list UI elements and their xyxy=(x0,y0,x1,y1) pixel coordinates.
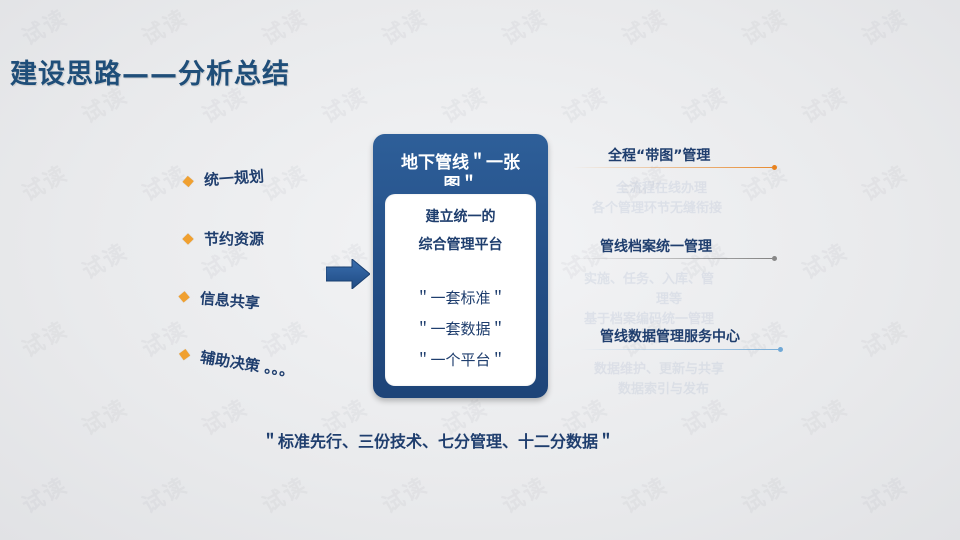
right-heading-1: 全程“带图”管理 xyxy=(608,148,711,164)
watermark-text: 试读 xyxy=(378,5,433,51)
dot-3-icon xyxy=(778,347,783,352)
watermark-text: 试读 xyxy=(738,473,793,519)
diamond-bullet-icon xyxy=(182,175,194,187)
list-item-label: 信息共享 xyxy=(199,289,261,313)
watermark-text: 试读 xyxy=(738,317,793,363)
center-platform-card: 地下管线＂一张 图＂ 建立统一的 综合管理平台 ＂一套标准＂ ＂一套数据＂ ＂一… xyxy=(373,134,548,398)
divider-3 xyxy=(580,349,778,350)
watermark-text: 试读 xyxy=(18,473,73,519)
faded-text: 理等 xyxy=(656,292,683,307)
right-heading-2: 管线档案统一管理 xyxy=(600,239,712,255)
list-item-decision-support: 辅助决策 。。。 xyxy=(179,343,296,382)
diamond-bullet-icon xyxy=(182,232,194,245)
watermark-text: 试读 xyxy=(498,473,553,519)
watermark-text: 试读 xyxy=(138,5,193,51)
watermark-text: 试读 xyxy=(18,5,73,51)
watermark-text: 试读 xyxy=(198,395,253,441)
watermark-text: 试读 xyxy=(738,161,793,207)
dot-1-icon xyxy=(772,165,777,170)
watermark-text: 试读 xyxy=(738,5,793,51)
watermark-text: 试读 xyxy=(258,473,313,519)
watermark-text: 试读 xyxy=(378,473,433,519)
faded-text: 数据维护、更新与共享 xyxy=(594,362,725,377)
list-item-info-sharing: 信息共享 xyxy=(178,286,261,314)
card-inner-panel: 建立统一的 综合管理平台 ＂一套标准＂ ＂一套数据＂ ＂一个平台＂ xyxy=(385,194,536,386)
faded-text: 数据索引与发布 xyxy=(618,382,710,397)
watermark-text: 试读 xyxy=(498,5,553,51)
card-title: 地下管线＂一张 xyxy=(401,153,520,173)
watermark-text: 试读 xyxy=(798,395,853,441)
watermark-text: 试读 xyxy=(858,473,913,519)
watermark-text: 试读 xyxy=(18,317,73,363)
inner-line-2: 综合管理平台 xyxy=(418,237,503,253)
list-item-label: 节约资源 xyxy=(204,230,265,248)
watermark-text: 试读 xyxy=(798,83,853,129)
faded-text: 基于档案编码统一管理 xyxy=(584,312,715,327)
arrow-right-icon xyxy=(325,257,371,293)
watermark-text: 试读 xyxy=(858,317,913,363)
watermark-text: 试读 xyxy=(678,395,733,441)
divider-2 xyxy=(572,258,772,259)
watermark-text: 试读 xyxy=(78,239,133,285)
watermark-text: 试读 xyxy=(858,5,913,51)
inner-line-1: 建立统一的 xyxy=(425,209,496,225)
watermark-text: 试读 xyxy=(798,239,853,285)
list-item-unified-planning: 统一规划 xyxy=(182,165,265,192)
watermark-text: 试读 xyxy=(78,395,133,441)
faded-text: 实施、任务、入库、管 xyxy=(584,272,715,287)
watermark-text: 试读 xyxy=(558,83,613,129)
data-item: ＂一套数据＂ xyxy=(415,320,506,338)
card-title-line2: 图＂ xyxy=(443,175,478,186)
watermark-text: 试读 xyxy=(318,83,373,129)
watermark-text: 试读 xyxy=(138,473,193,519)
slogan: ＂标准先行、三份技术、七分管理、十二分数据＂ xyxy=(262,432,615,451)
watermark-text: 试读 xyxy=(258,5,313,51)
right-heading-3: 管线数据管理服务中心 xyxy=(600,329,740,345)
watermark-text: 试读 xyxy=(438,83,493,129)
list-item-save-resources: 节约资源 xyxy=(182,228,265,249)
dot-2-icon xyxy=(772,256,777,261)
diamond-bullet-icon xyxy=(179,348,191,360)
page-title: 建设思路——分析总结 xyxy=(10,59,290,90)
watermark-text: 试读 xyxy=(678,83,733,129)
diamond-bullet-icon xyxy=(178,290,190,302)
watermark-text: 试读 xyxy=(18,161,73,207)
watermark-text: 试读 xyxy=(858,161,913,207)
divider-1 xyxy=(572,167,772,168)
list-item-label: 统一规划 xyxy=(203,167,265,190)
faded-text: 全流程在线办理 xyxy=(616,181,708,196)
platform-item: ＂一个平台＂ xyxy=(415,351,506,369)
list-item-label: 辅助决策 。。。 xyxy=(198,348,296,381)
watermark-text: 试读 xyxy=(618,5,673,51)
standard-item: ＂一套标准＂ xyxy=(415,289,506,307)
watermark-text: 试读 xyxy=(618,473,673,519)
faded-text: 各个管理环节无缝衔接 xyxy=(592,201,723,216)
